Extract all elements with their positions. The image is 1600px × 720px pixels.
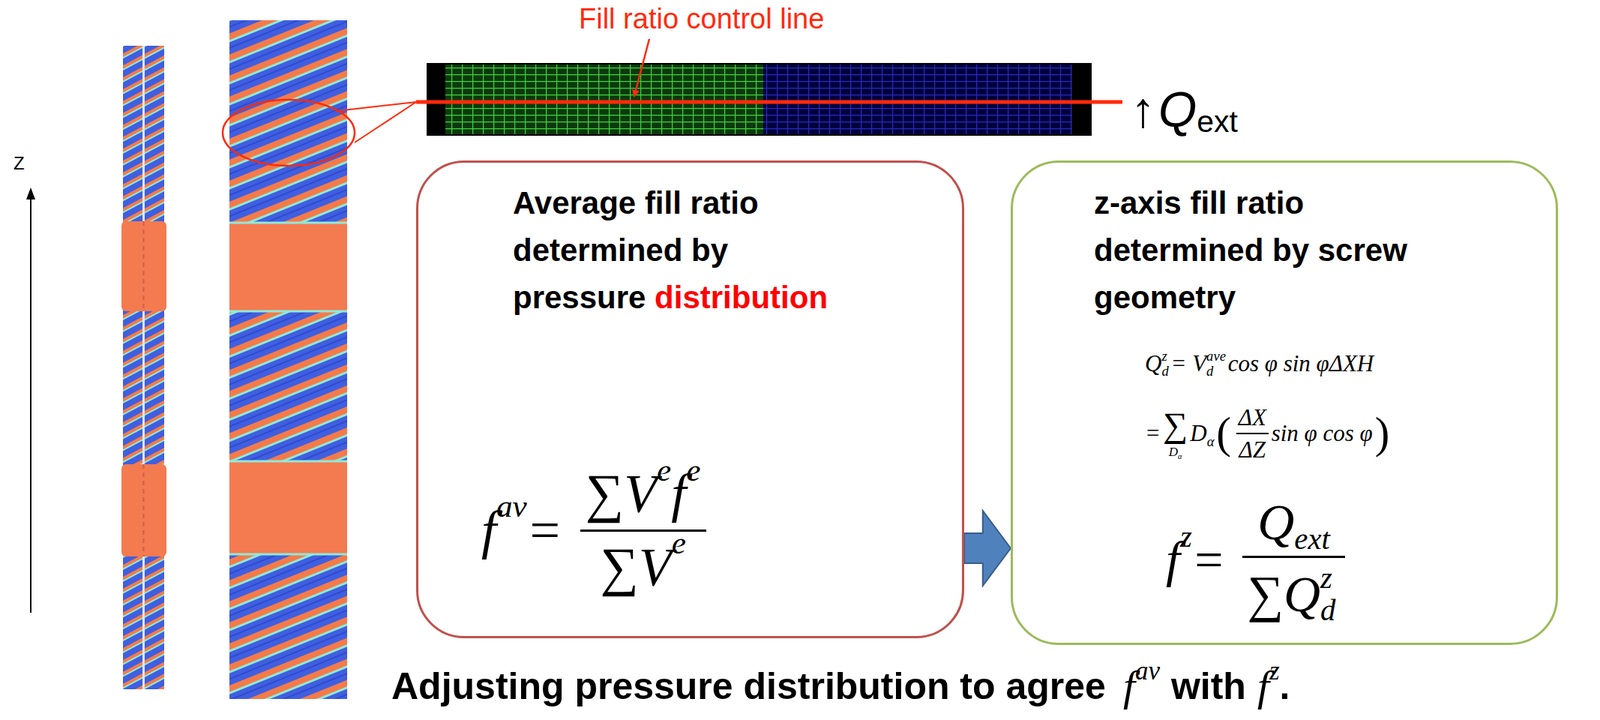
formula-text: ∑Q [1247, 564, 1322, 624]
fraction: ∑Vefe∑Ve [580, 462, 707, 599]
formula: =∑DαDα(ΔXΔZsin φ cos φ) [1144, 404, 1392, 464]
axis-line [29, 196, 32, 613]
rounded-box: z-axis fill ratio determined by screw ge… [1010, 160, 1559, 645]
math-symbol: f [1123, 661, 1136, 711]
formula-text: = V [1170, 350, 1207, 378]
formula-text: f [481, 499, 497, 562]
formula-text: z [1161, 348, 1167, 364]
math-symbol: f [1257, 661, 1270, 711]
formula-text: z [1320, 562, 1333, 595]
denominator: ∑Ve [594, 531, 692, 599]
formula-text: D [1189, 419, 1207, 447]
rounded-box: Average fill ratio determined by pressure… [416, 160, 965, 639]
label-text: . [1279, 664, 1291, 708]
formula-text: ext [1294, 521, 1331, 557]
formula-text: Q [1257, 492, 1295, 552]
formula-text: α [1177, 452, 1182, 461]
formula-text: α [1207, 433, 1215, 450]
formula-text: ) [1375, 407, 1391, 459]
formula-text: f [1165, 530, 1181, 590]
formula-text: f [671, 462, 687, 525]
leader-arrow [634, 38, 650, 96]
formula-text: D [1168, 444, 1178, 460]
formula-text: e [686, 451, 701, 489]
heading-emphasis: distribution [654, 279, 828, 315]
formula-text: e [656, 451, 672, 489]
script-stack: zd [1161, 348, 1169, 378]
quantity-subscript: ext [1196, 104, 1238, 140]
label-text: Adjusting pressure distribution to agree [391, 664, 1106, 708]
heading-line: Average fill ratio determined by [512, 179, 866, 274]
heading-text: Average fill ratio determined by [512, 185, 759, 268]
denominator: ΔZ [1236, 434, 1268, 463]
highlight-ellipse [222, 99, 355, 166]
formula-text: d [1161, 363, 1169, 379]
flow-label: ↑Qext [1130, 80, 1238, 138]
conclusion-text: Adjusting pressure distribution to agree… [391, 661, 1290, 711]
formula-text: ave [1206, 348, 1226, 364]
heading-text: z-axis fill ratio determined by screw ge… [1093, 185, 1408, 315]
heading-line: pressure distribution [512, 273, 866, 321]
formula-text: ∑ [1162, 407, 1188, 444]
label-text: Z [13, 152, 25, 174]
formula-text: z [1180, 518, 1193, 555]
leader-line [336, 101, 417, 143]
formula-text: cos φ sin φΔXH [1228, 350, 1375, 378]
fraction-bar [580, 529, 707, 532]
box-heading: z-axis fill ratio determined by screw ge… [1093, 179, 1417, 321]
heading-text: pressure [512, 279, 646, 315]
formula-text: ΔX [1238, 404, 1267, 432]
formula-text: e [671, 524, 687, 561]
fraction: ΔX ΔZ [1236, 404, 1269, 464]
numerator: Qext [1252, 492, 1335, 556]
script-stack: zd [1320, 562, 1336, 627]
screw-wide [229, 20, 348, 699]
sum-index: Dα [1168, 444, 1183, 460]
denominator: ∑Qzd [1242, 557, 1346, 627]
formula-text: d [1206, 363, 1214, 379]
formula-text: = [1194, 530, 1223, 590]
formula-text: d [1320, 594, 1336, 627]
arrow-symbol: ↑ [1130, 80, 1156, 138]
numerator: ΔX [1236, 404, 1269, 433]
callout-text: Fill ratio control line [578, 2, 824, 36]
formula-text: ( [1216, 407, 1232, 459]
sum-under: ∑Dα [1162, 407, 1188, 459]
script-stack: aved [1206, 348, 1226, 378]
fraction: Qext∑Qzd [1242, 492, 1346, 627]
screw-narrow [121, 45, 167, 690]
formula-text: = [529, 499, 561, 562]
formula-text: ∑V [599, 536, 672, 599]
control-line [416, 100, 1123, 105]
axis-head [26, 187, 36, 200]
formula: fav=∑Vefe∑Ve [481, 462, 713, 599]
formula: Qzd= Vavedcos φ sin φΔXH [1144, 348, 1374, 378]
block-arrow [964, 510, 1011, 586]
quantity-symbol: Q [1158, 80, 1197, 138]
formula-text: Q [1144, 350, 1162, 378]
fraction-bar [1236, 432, 1269, 435]
formula-text: av [496, 487, 528, 525]
numerator: ∑Vefe [580, 462, 707, 530]
formula: fz=Qext∑Qzd [1165, 492, 1352, 627]
box-heading: Average fill ratio determined by pressure… [512, 179, 866, 321]
label-text: with [1171, 664, 1247, 708]
formula-text: ΔZ [1239, 436, 1266, 464]
mesh-bar [426, 62, 1092, 136]
math-superscript: z [1269, 656, 1280, 687]
label-text: Fill ratio control line [578, 2, 824, 35]
formula-text: = [1144, 419, 1161, 447]
math-superscript: av [1135, 656, 1160, 687]
fraction-bar [1242, 555, 1346, 558]
formula-text: ∑V [585, 462, 657, 525]
formula-text: sin φ cos φ [1271, 419, 1373, 447]
axis-label: Z [13, 152, 25, 174]
